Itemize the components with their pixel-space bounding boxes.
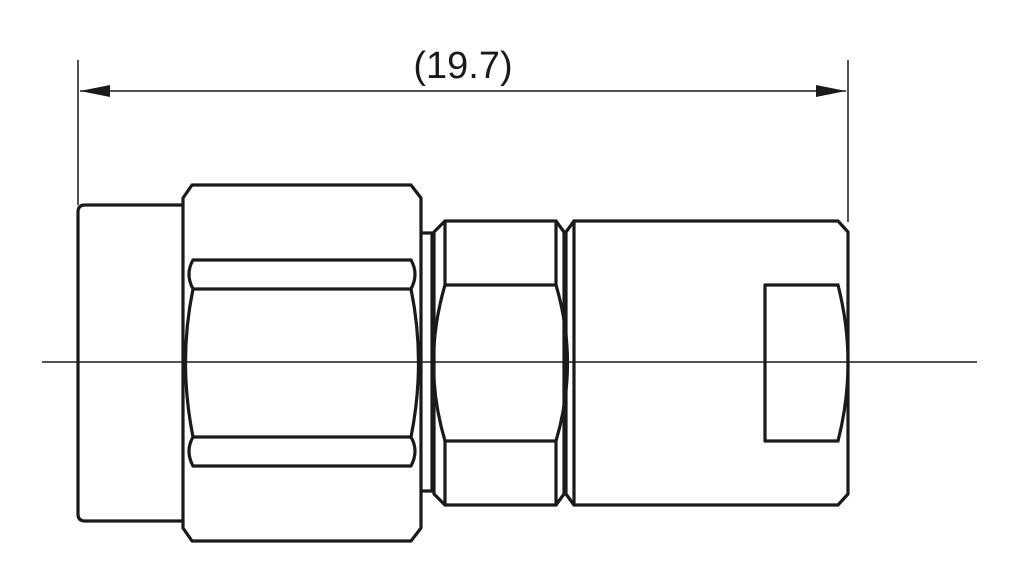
body-hex-bottom-flat (443, 439, 558, 507)
body-hex (431, 219, 570, 507)
hex-nut-right-arc (409, 287, 421, 439)
rear-flat-arc (836, 283, 850, 443)
plug-body (76, 203, 185, 523)
hex-nut-upper-flat (187, 258, 417, 291)
rear-flat-pocket (763, 283, 840, 443)
hex-nut-outline (181, 183, 423, 543)
rear-body-outline (564, 219, 850, 507)
body-hex-left-arc (431, 283, 447, 443)
arrowhead-right (816, 85, 846, 97)
overall-length-dimension: (19.7) (77, 45, 849, 222)
hex-nut-lower-flat (187, 435, 417, 468)
dimension-label: (19.7) (413, 45, 512, 87)
hex-nut-left-arc (183, 287, 195, 439)
coupling-hex-nut (181, 183, 423, 543)
rear-body (564, 219, 850, 507)
body-hex-outline (432, 219, 566, 507)
body-hex-top-flat (443, 219, 558, 287)
arrowhead-left (80, 85, 110, 97)
